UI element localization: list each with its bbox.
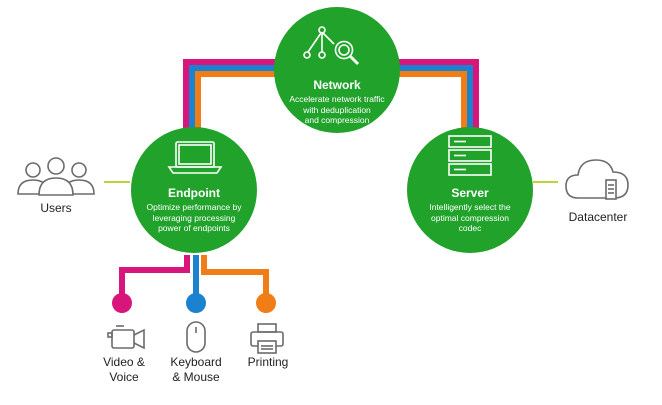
users-icon xyxy=(17,157,95,196)
printer-icon xyxy=(250,323,284,354)
keyboard-mouse-line: Keyboard xyxy=(170,355,222,369)
endpoint-desc-line: power of endpoints xyxy=(158,223,230,233)
connector-magenta-line xyxy=(183,59,276,140)
network-node: Network Accelerate network traffic with … xyxy=(277,78,397,126)
network-description: Accelerate network traffic with deduplic… xyxy=(277,94,397,126)
keyboard-dot xyxy=(186,293,206,313)
keyboard-mouse-line: & Mouse xyxy=(172,370,220,384)
server-title: Server xyxy=(451,186,489,200)
connector-blue-line xyxy=(398,65,473,140)
endpoint-desc-line: Optimize performance by xyxy=(146,202,242,212)
users-label: Users xyxy=(40,201,72,215)
printing-dot xyxy=(256,293,276,313)
video-voice-line: Voice xyxy=(109,370,139,384)
network-title: Network xyxy=(313,78,361,92)
endpoint-node-circle xyxy=(131,127,257,253)
server-desc-line: Intelligently select the xyxy=(429,202,511,212)
mouse-icon xyxy=(186,321,206,353)
keyboard-mouse-label: Keyboard & Mouse xyxy=(156,355,236,385)
network-desc-line: and compression xyxy=(304,115,370,125)
connector-blue-line xyxy=(189,65,276,140)
server-node: Server Intelligently select the optimal … xyxy=(410,186,530,234)
connector-endpoint-peripherals xyxy=(119,255,269,300)
endpoint-node: Endpoint Optimize performance by leverag… xyxy=(134,186,254,234)
network-search-icon xyxy=(303,26,360,66)
connector-printing-line xyxy=(201,255,269,300)
endpoint-desc-line: leveraging processing xyxy=(152,212,236,223)
connector-endpoint-network xyxy=(183,59,276,140)
network-desc-line: with deduplication xyxy=(303,104,371,115)
server-desc-line: codec xyxy=(458,223,482,233)
printing-label: Printing xyxy=(236,355,300,370)
laptop-icon xyxy=(167,141,223,174)
video-dot xyxy=(112,293,132,313)
network-desc-line: Accelerate network traffic xyxy=(289,94,385,104)
video-camera-icon xyxy=(107,325,145,350)
connector-network-server xyxy=(398,59,479,140)
connector-video-line xyxy=(119,255,190,300)
connector-orange-line xyxy=(398,71,467,140)
endpoint-description: Optimize performance by leveraging proce… xyxy=(134,202,254,234)
cloud-server-icon xyxy=(565,159,629,200)
server-description: Intelligently select the optimal compres… xyxy=(410,202,530,234)
connector-magenta-line xyxy=(398,59,479,140)
datacenter-label: Datacenter xyxy=(568,210,628,224)
server-desc-line: optimal compression xyxy=(431,212,509,223)
server-node-circle xyxy=(407,127,533,253)
connector-orange-line xyxy=(195,71,276,140)
server-rack-icon xyxy=(448,135,492,176)
video-voice-label: Video & Voice xyxy=(92,355,156,385)
endpoint-title: Endpoint xyxy=(168,186,220,200)
network-node-circle xyxy=(274,7,400,133)
video-voice-line: Video & xyxy=(103,355,145,369)
printing-line: Printing xyxy=(247,355,289,369)
